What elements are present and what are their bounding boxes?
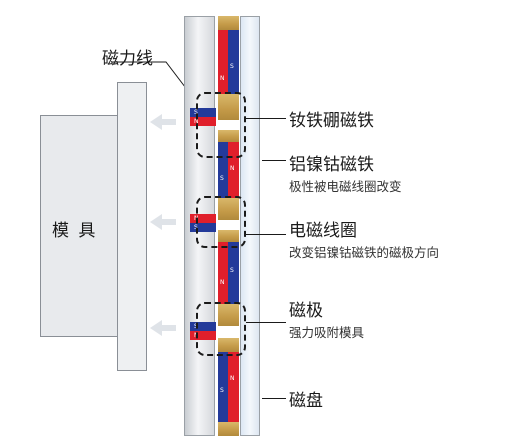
pole-letter: S xyxy=(220,387,224,394)
alnico-desc: 极性被电磁线圈改变 xyxy=(289,179,402,194)
flux-loop-icon xyxy=(196,92,246,158)
pole-piece xyxy=(218,16,239,30)
pole-letter: N xyxy=(230,165,235,172)
pole-letter: S xyxy=(230,63,234,70)
coil-gap xyxy=(222,220,235,230)
coil-desc: 改变铝镍钴磁铁的磁极方向 xyxy=(289,245,440,260)
pole-piece xyxy=(218,338,239,352)
coil-leader xyxy=(246,234,286,235)
attraction-arrow-icon xyxy=(150,114,176,130)
pole-piece xyxy=(218,422,239,436)
alnico-magnet-north xyxy=(228,142,239,198)
pole-letter: N xyxy=(220,279,225,286)
chuck-label: 磁盘 xyxy=(289,391,323,411)
coil-label: 电磁线圈 xyxy=(289,221,357,241)
pole-piece xyxy=(218,94,239,120)
flux-loop-icon xyxy=(196,302,246,356)
pole-desc: 强力吸附模具 xyxy=(289,325,365,340)
pole-letter: S xyxy=(220,175,224,182)
pole-piece xyxy=(218,230,239,242)
pole-label: 磁极 xyxy=(289,301,323,321)
alnico-magnet-north xyxy=(218,242,228,304)
attraction-arrow-icon xyxy=(150,320,176,336)
pole-piece xyxy=(218,130,239,142)
alnico-magnet-south xyxy=(218,352,228,422)
alnico-magnet-south xyxy=(228,30,239,110)
pole-piece xyxy=(218,304,239,326)
mold-label: 模 具 xyxy=(52,221,98,241)
mold-face xyxy=(117,82,147,371)
ndfeb-leader xyxy=(246,118,286,119)
alnico-magnet-north xyxy=(228,352,239,422)
pole-leader xyxy=(246,322,286,323)
flux-line-label: 磁力线 xyxy=(102,49,153,69)
alnico-leader xyxy=(262,160,286,161)
pole-piece xyxy=(218,198,239,220)
ndfeb-label: 钕铁硼磁铁 xyxy=(289,111,374,131)
alnico-magnet-north xyxy=(218,30,228,110)
alnico-magnet-south xyxy=(228,242,239,304)
coil-gap xyxy=(222,326,235,338)
flux-loop-icon xyxy=(196,196,246,248)
pole-letter: N xyxy=(220,75,225,82)
alnico-magnet-south xyxy=(218,142,228,198)
attraction-arrow-icon xyxy=(150,214,176,230)
coil-gap xyxy=(222,120,235,130)
pole-letter: N xyxy=(230,375,235,382)
magnet-column: S N N S S N N S xyxy=(218,16,239,436)
alnico-label: 铝镍钴磁铁 xyxy=(289,155,374,175)
chuck-leader xyxy=(262,398,286,399)
pole-letter: S xyxy=(230,267,234,274)
